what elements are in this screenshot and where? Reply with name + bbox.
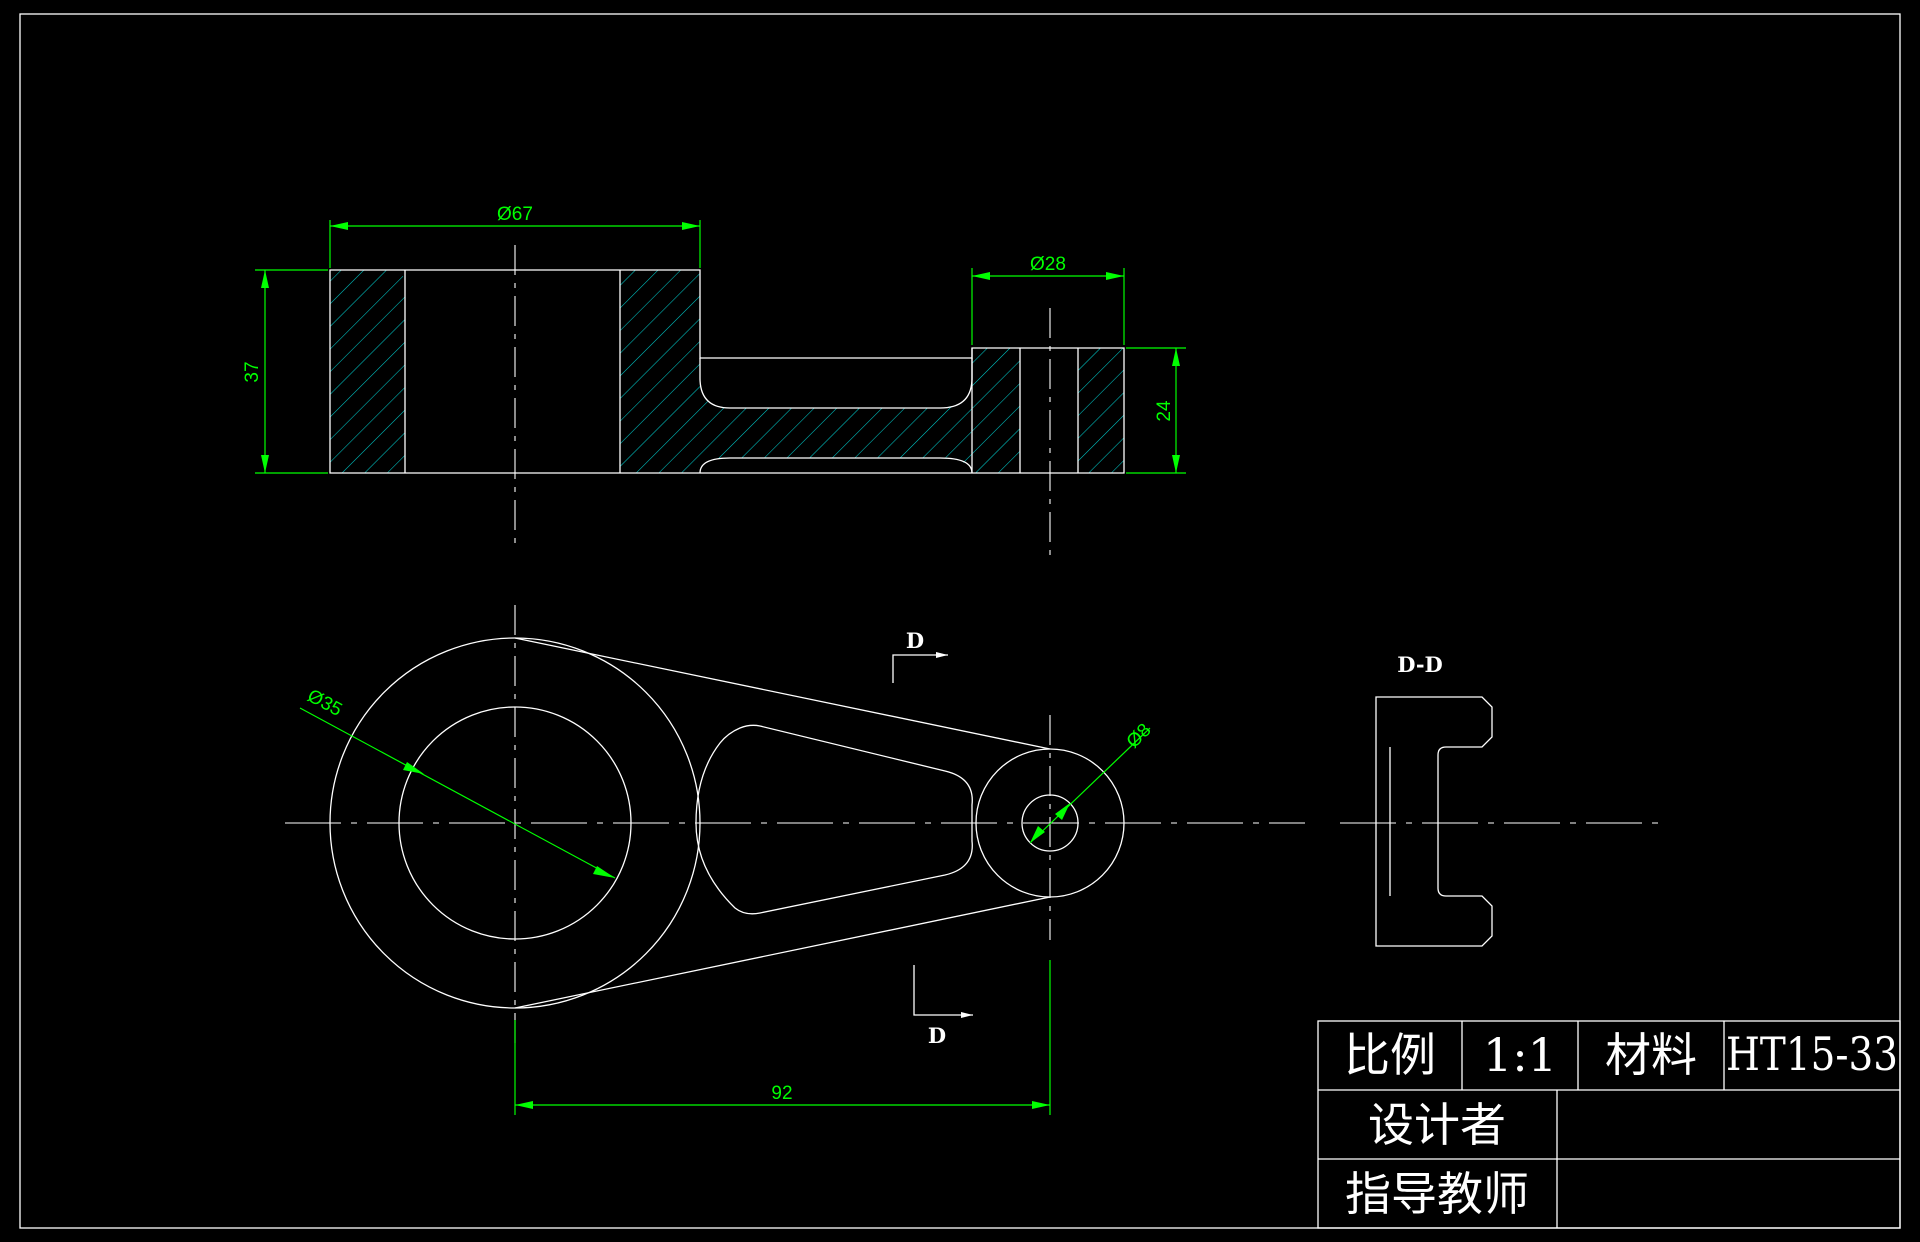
dim-text-28: Ø28 (1030, 254, 1066, 275)
section-d-d-profile (1375, 696, 1493, 947)
hatch-web (620, 270, 1020, 478)
dim-text-37: 37 (242, 361, 263, 382)
web-pocket-top (699, 358, 973, 409)
designer-label: 设计者 (1368, 1098, 1506, 1152)
dim-text-8: Ø8 (1123, 720, 1156, 753)
drawing-frame (19, 13, 1901, 1229)
section-view-title: D-D (1397, 652, 1443, 677)
dim-height-24: 24 (1126, 347, 1186, 474)
hatch-small-boss-right (1078, 348, 1124, 473)
arm-inner-pocket (695, 724, 973, 915)
section-label-bottom: D (928, 1023, 946, 1048)
section-d-d-view: D-D (1340, 652, 1660, 947)
top-plan-view: D D (285, 605, 1305, 1048)
dim-diameter-28: Ø28 (971, 254, 1125, 345)
section-label-top: D (906, 628, 924, 653)
dim-text-35: Ø35 (304, 685, 346, 720)
dim-text-67: Ø67 (497, 204, 533, 225)
scale-label: 比例 (1344, 1028, 1436, 1082)
dim-text-92: 92 (771, 1083, 792, 1104)
section-cut-marker-top (892, 654, 948, 683)
dim-diameter-35: Ø35 (299, 685, 616, 879)
scale-value: 1:1 (1483, 1028, 1557, 1082)
dim-height-37: 37 (242, 269, 328, 474)
front-section-view (329, 245, 1125, 555)
section-cut-marker-bottom (913, 965, 973, 1016)
web-pocket-bottom (699, 457, 973, 474)
dim-diameter-8: Ø8 (1029, 720, 1156, 844)
dim-diameter-67: Ø67 (329, 204, 701, 268)
arm-tangent-bottom (514, 896, 1051, 1009)
dim-length-92: 92 (514, 960, 1051, 1115)
title-block: 比例 1:1 材料 HT15-33 设计者 指导教师 (1317, 1020, 1901, 1229)
material-value: HT15-33 (1726, 1027, 1898, 1081)
arm-tangent-top (514, 637, 1051, 750)
dim-text-24: 24 (1154, 400, 1175, 422)
advisor-label: 指导教师 (1345, 1167, 1529, 1221)
material-label: 材料 (1605, 1028, 1697, 1082)
hatch-big-boss-left (330, 270, 405, 473)
